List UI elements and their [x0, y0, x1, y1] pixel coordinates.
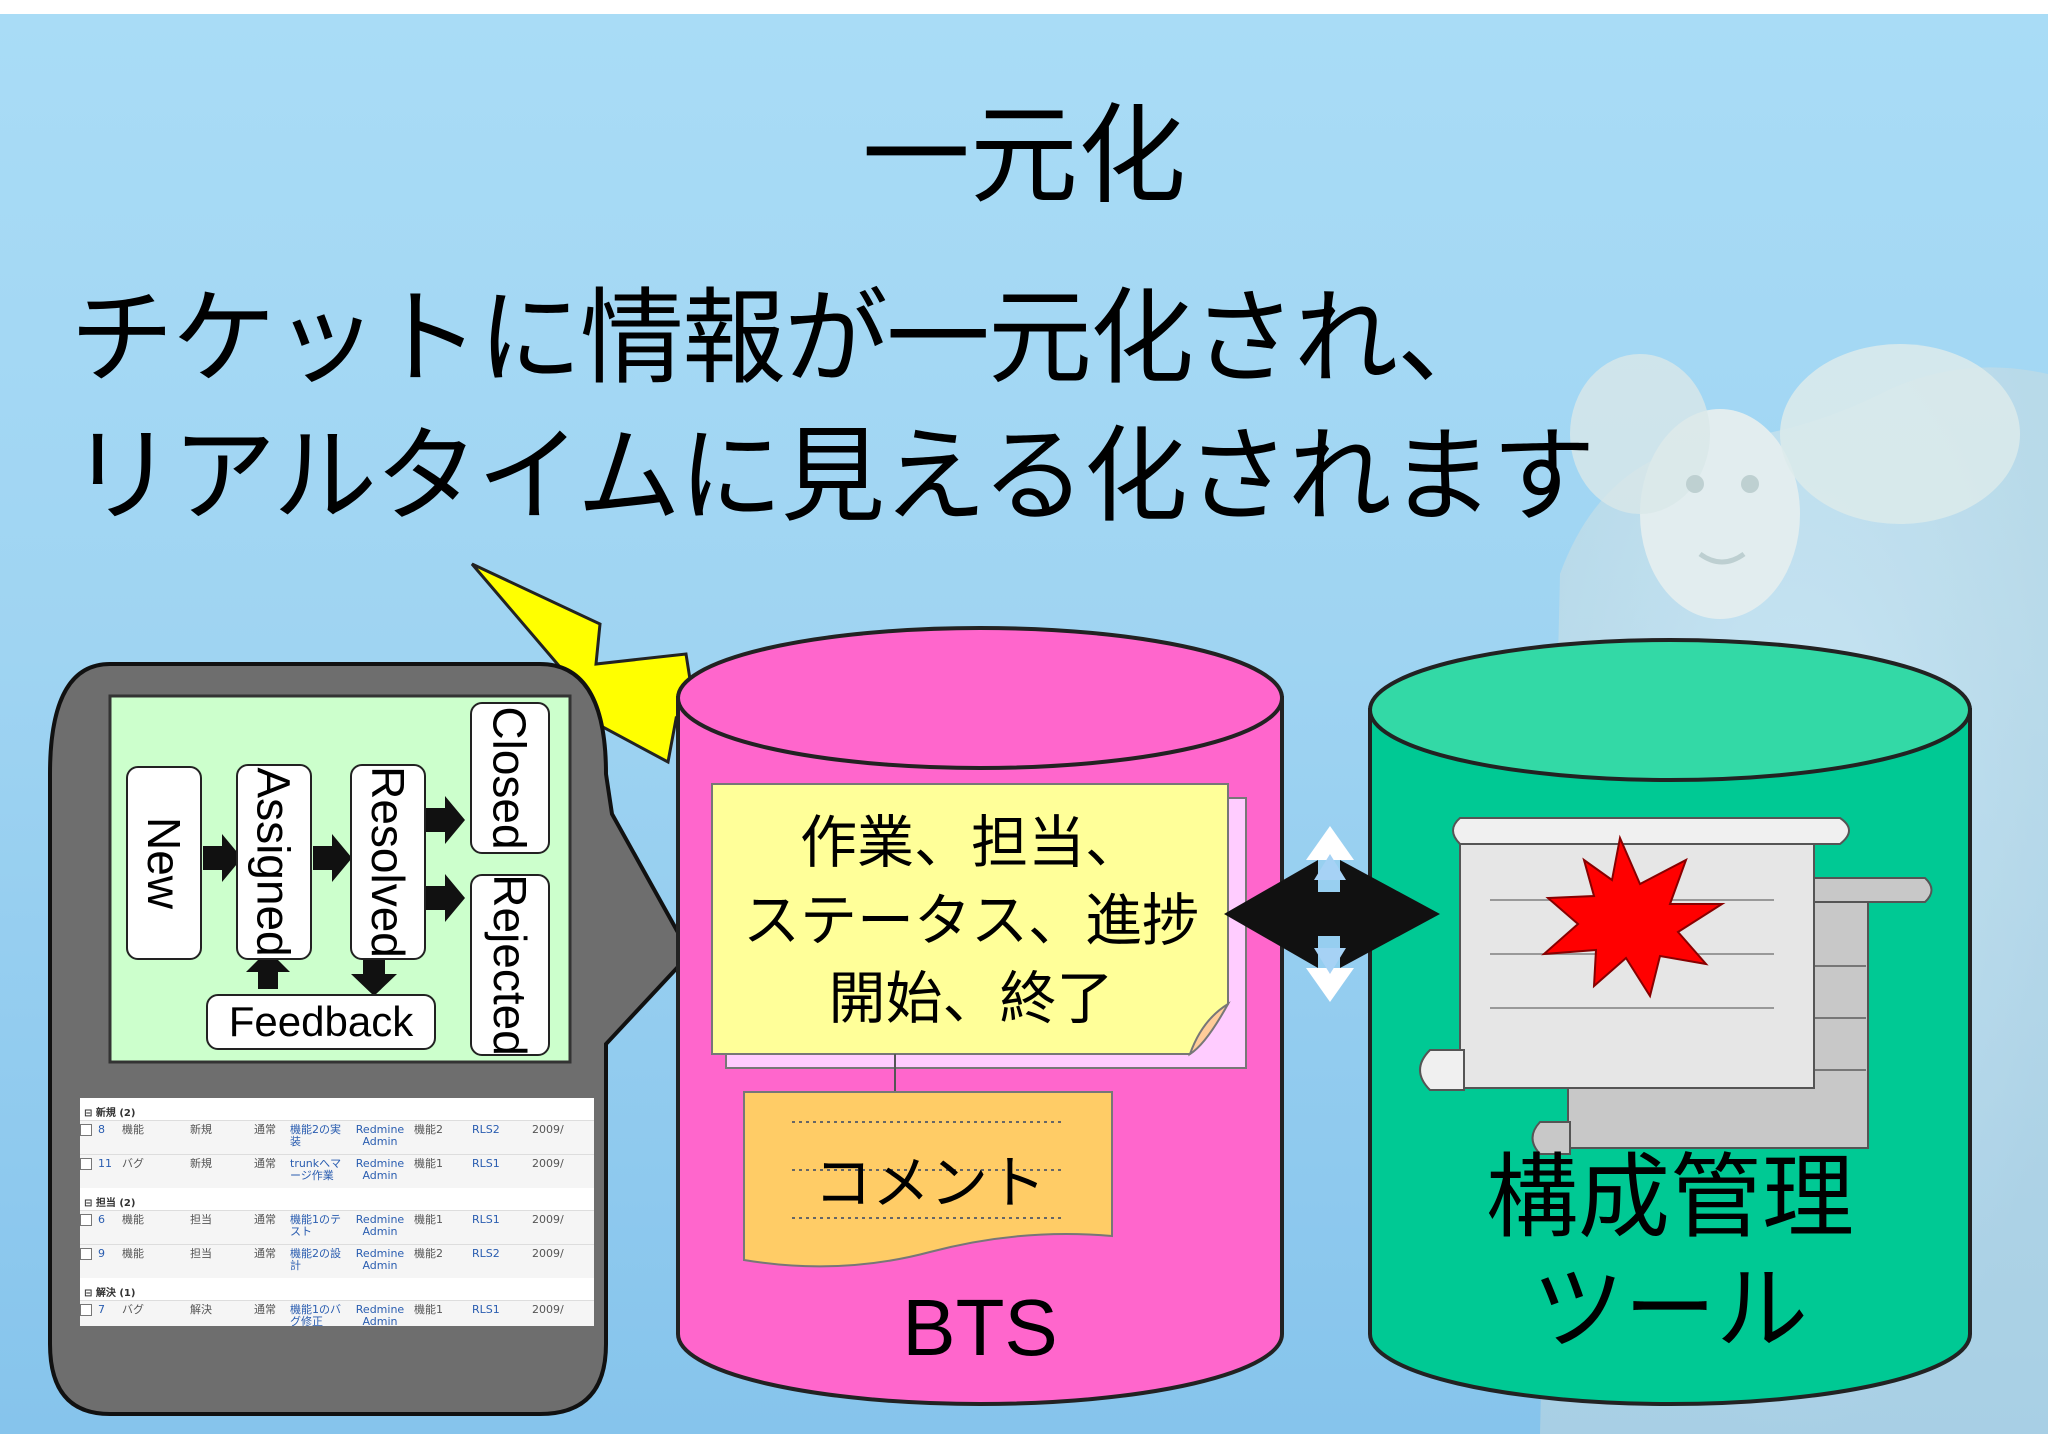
- state-assigned: Assigned: [236, 764, 312, 960]
- row-checkbox[interactable]: [80, 1124, 92, 1136]
- note-line-3: 開始、終了: [828, 966, 1114, 1032]
- arrow-new-to-assigned: [203, 834, 242, 882]
- group-header: ⊟ 担当 (2): [84, 1198, 136, 1209]
- arrow-feedback-to-assigned: [246, 950, 290, 989]
- state-closed: Closed: [470, 702, 550, 854]
- row-checkbox[interactable]: [80, 1158, 92, 1170]
- sync-double-arrow: [1224, 826, 1440, 1002]
- note-line-1: 作業、担当、: [800, 810, 1142, 876]
- note-line-2: ステータス、進捗: [743, 888, 1199, 954]
- ticket-note: [711, 783, 1247, 1092]
- tool-label-line-2: ツール: [1531, 1256, 1808, 1363]
- tool-label: 構成管理 ツール: [1440, 1142, 1900, 1366]
- ticket-note-text: 作業、担当、 ステータス、進捗 開始、終了: [716, 804, 1226, 1038]
- slide-title: 一元化: [861, 94, 1186, 219]
- state-feedback: Feedback: [206, 994, 436, 1050]
- group-header: ⊟ 解決 (1): [84, 1288, 136, 1299]
- workflow-arrows: [203, 796, 465, 996]
- comment-box: [743, 1091, 1113, 1268]
- comment-label: コメント: [813, 1149, 1046, 1217]
- change-burst: [1541, 834, 1726, 999]
- tool-label-line-1: 構成管理: [1485, 1144, 1854, 1251]
- bts-label: BTS: [902, 1283, 1058, 1372]
- arrow-assigned-to-resolved: [313, 834, 352, 882]
- row-checkbox[interactable]: [80, 1248, 92, 1260]
- state-resolved: Resolved: [350, 764, 426, 960]
- slide: New Assigned Resolved Closed Rejected Fe…: [0, 14, 2048, 1434]
- row-checkbox[interactable]: [80, 1304, 92, 1316]
- state-rejected: Rejected: [470, 874, 550, 1056]
- arrow-resolved-to-feedback: [351, 956, 397, 996]
- group-header: ⊟ 新規 (2): [84, 1108, 136, 1119]
- arrow-resolved-to-rejected: [426, 874, 465, 922]
- state-new: New: [126, 766, 202, 960]
- row-checkbox[interactable]: [80, 1214, 92, 1226]
- message-line-2: リアルタイムに見える化されます: [70, 415, 1596, 537]
- arrow-resolved-to-closed: [426, 796, 465, 844]
- message-line-1: チケットに情報が一元化され、: [70, 277, 1501, 399]
